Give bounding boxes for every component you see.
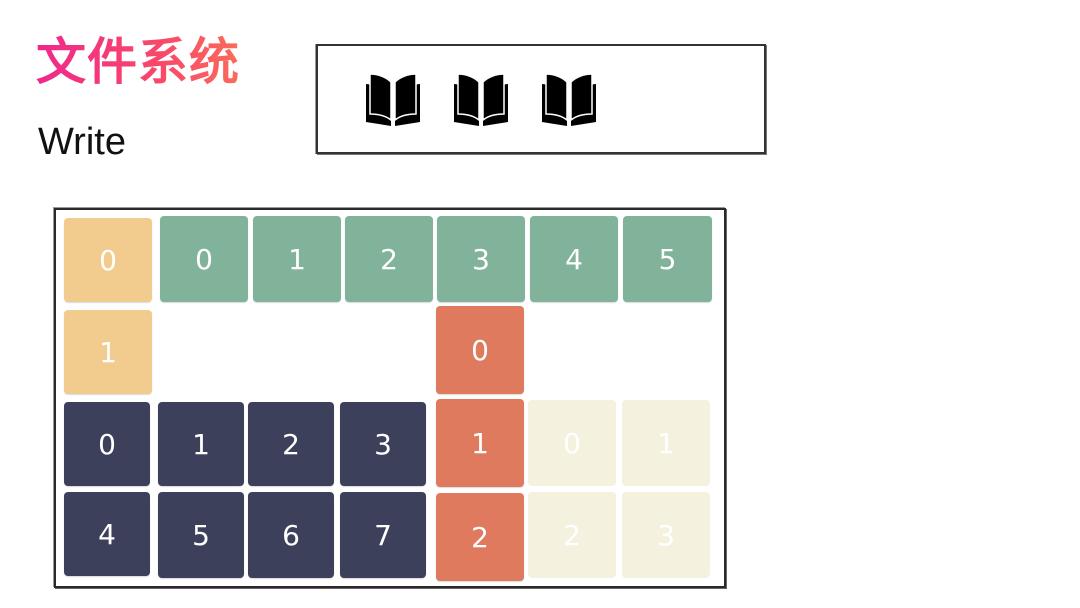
orange-block: 0 [64, 218, 152, 302]
navy-block: 5 [158, 492, 244, 578]
cream-block: 0 [528, 400, 616, 486]
page-title: 文件系统 [36, 30, 240, 94]
green-block: 3 [437, 216, 525, 302]
green-block: 5 [623, 216, 712, 302]
navy-block: 1 [158, 402, 244, 486]
red-block: 0 [436, 306, 524, 394]
navy-block: 4 [64, 492, 150, 576]
open-book-icon [542, 73, 596, 126]
cream-block: 3 [622, 492, 710, 578]
open-book-icon [454, 73, 508, 126]
green-block: 2 [345, 216, 433, 302]
green-block: 0 [160, 216, 248, 302]
cream-block: 1 [622, 400, 710, 486]
open-book-icon [366, 73, 420, 126]
green-block: 4 [530, 216, 618, 302]
page-subtitle: Write [38, 121, 126, 163]
navy-block: 2 [248, 402, 334, 486]
block-board: 0 1 0 1 2 3 4 5 0 1 2 0 1 2 3 4 5 6 7 0 … [54, 208, 726, 588]
navy-block: 0 [64, 402, 150, 486]
navy-block: 7 [340, 492, 426, 578]
orange-block: 1 [64, 310, 152, 394]
book-panel [316, 44, 766, 154]
red-block: 2 [436, 493, 524, 581]
navy-block: 6 [248, 492, 334, 578]
red-block: 1 [436, 399, 524, 487]
green-block: 1 [253, 216, 341, 302]
navy-block: 3 [340, 402, 426, 486]
cream-block: 2 [528, 492, 616, 578]
